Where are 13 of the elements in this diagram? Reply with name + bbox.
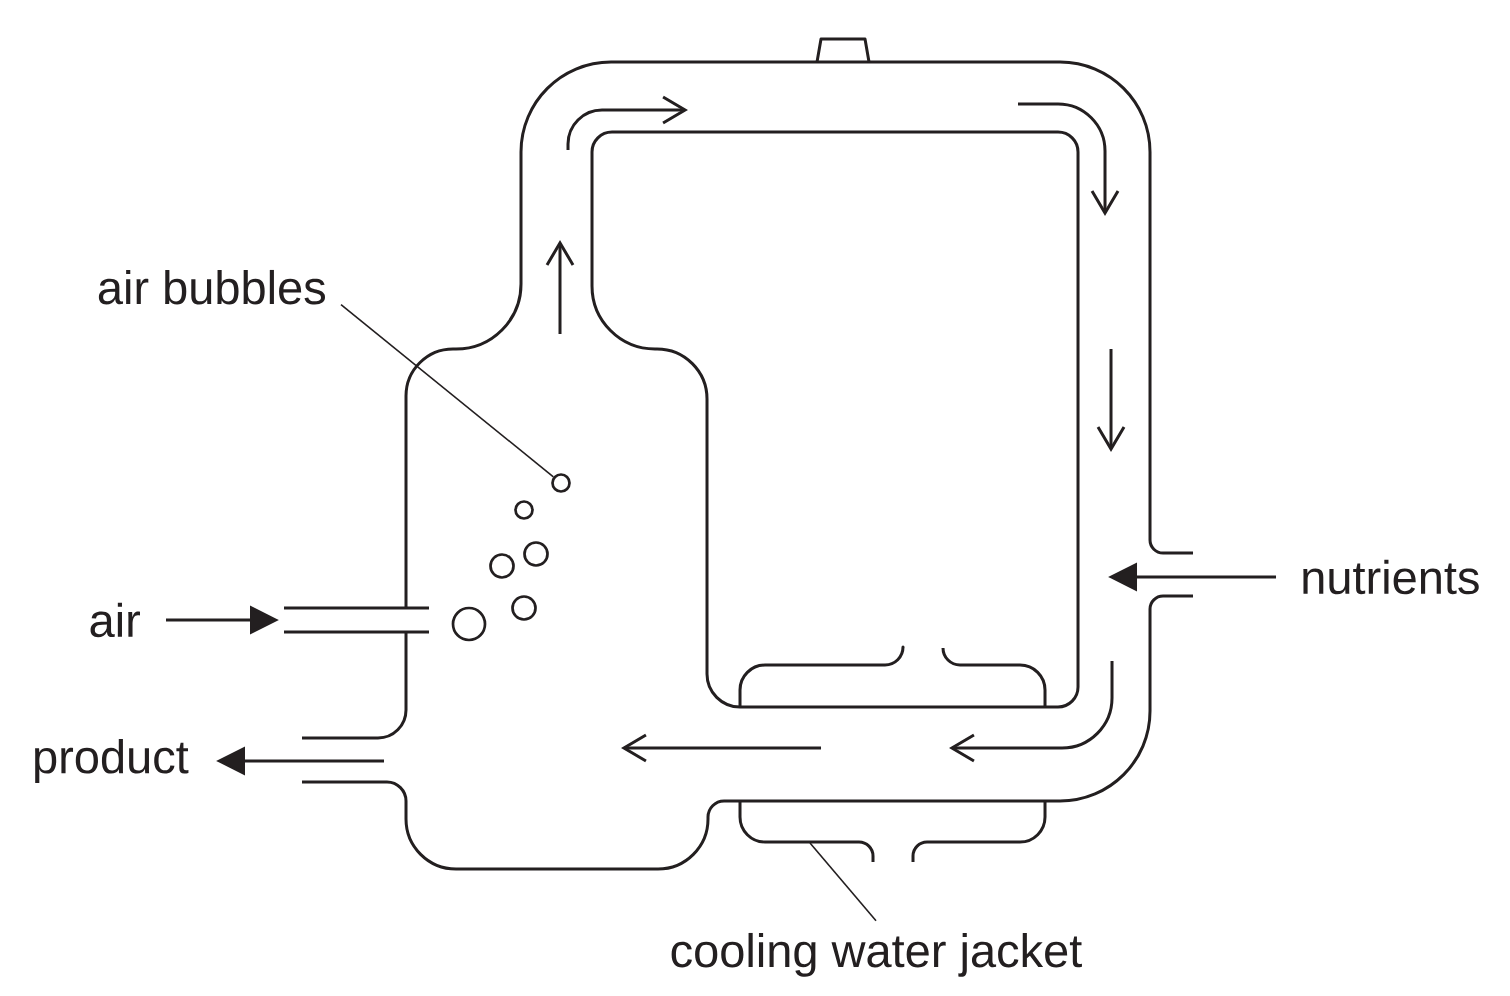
- label: product: [35, 739, 189, 783]
- bubble: [511, 595, 537, 621]
- label: nutrients: [1303, 559, 1479, 595]
- bubble: [451, 606, 487, 642]
- leader-line: [809, 842, 877, 922]
- bubble: [514, 500, 534, 520]
- label: cooling water jacket: [671, 932, 1082, 977]
- bubble: [551, 473, 571, 493]
- bubble: [489, 553, 515, 579]
- leader-line: [340, 303, 555, 478]
- label: air bubbles: [98, 269, 325, 305]
- bubble: [523, 541, 549, 567]
- label: air: [90, 602, 140, 638]
